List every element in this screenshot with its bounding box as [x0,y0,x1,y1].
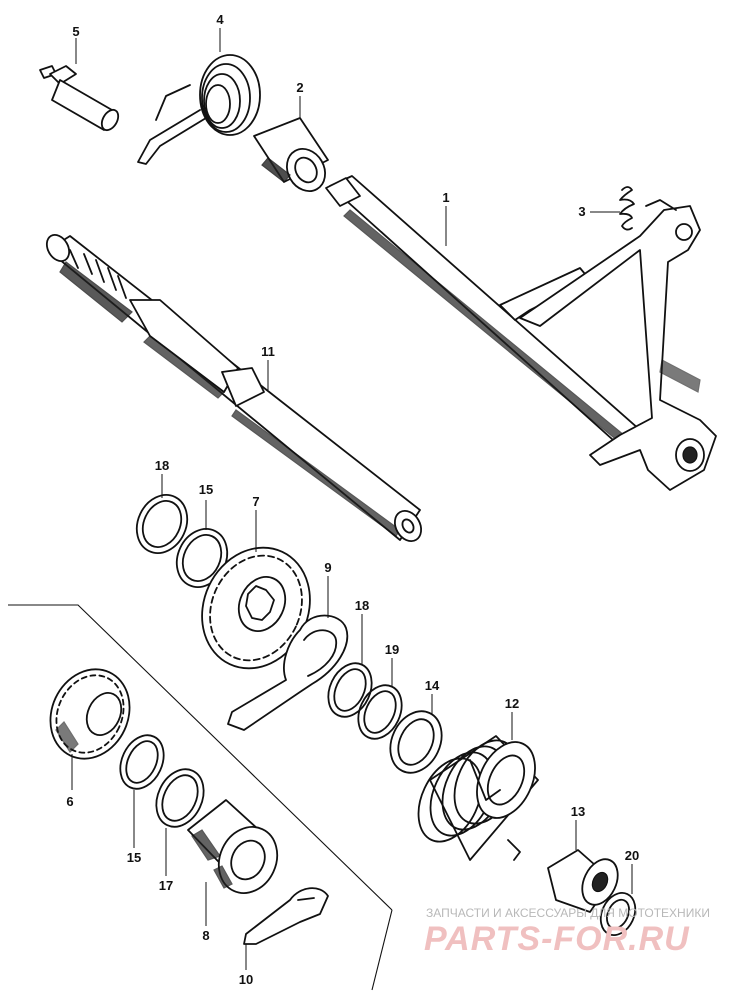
part-8-ratchet [187,799,279,894]
part-label-19: 19 [385,642,399,657]
part-label-15-top: 15 [199,482,213,497]
subassembly-frame [8,604,393,991]
part-label-17: 17 [159,878,173,893]
part-label-9: 9 [324,560,331,575]
part-label-13: 13 [571,804,585,819]
part-1-kick-shaft [325,175,717,491]
leader-lines [71,28,633,970]
part-19-washer [357,684,403,740]
part-label-10: 10 [239,972,253,987]
part-6-gear [49,668,131,760]
part-label-7: 7 [252,494,259,509]
part-4-spring [137,54,261,165]
part-label-12: 12 [505,696,519,711]
part-7-gear [201,546,311,670]
part-label-5: 5 [72,24,79,39]
part-label-11: 11 [261,344,275,359]
part-label-18-mid: 18 [355,598,369,613]
watermark: ЗАПЧАСТИ И АКСЕССУАРЫ ДЛЯ МОТОТЕХНИКИ PA… [424,906,710,958]
part-label-20: 20 [625,848,639,863]
part-5-pin [39,65,120,132]
part-label-8: 8 [202,928,209,943]
part-20-washer [599,892,637,936]
part-label-14: 14 [425,678,440,693]
part-label-6: 6 [66,794,73,809]
part-label-15-bottom: 15 [127,850,141,865]
part-2-collar [253,117,329,192]
part-3-small-spring [619,186,635,231]
part-18-snap-ring-mid [327,662,373,718]
part-label-18-top: 18 [155,458,169,473]
part-12-return-spring [417,735,539,861]
part-label-4: 4 [216,12,224,27]
part-11-main-shaft [45,233,423,542]
watermark-brand: PARTS-FOR.RU [424,920,690,958]
part-labels: 1 2 3 4 5 6 7 8 9 10 11 12 13 14 15 15 1… [66,12,639,987]
part-15-washer-bottom [119,734,165,790]
part-label-2: 2 [296,80,303,95]
part-label-3: 3 [578,204,585,219]
part-10-lever [243,887,329,945]
part-18-snap-ring-top [135,494,189,554]
part-9-guide-plate [227,614,349,731]
part-17-washer [155,768,205,828]
part-14-washer [389,710,443,774]
part-label-1: 1 [442,190,449,205]
watermark-caption: ЗАПЧАСТИ И АКСЕССУАРЫ ДЛЯ МОТОТЕХНИКИ [426,906,710,920]
part-13-collar [547,849,619,913]
